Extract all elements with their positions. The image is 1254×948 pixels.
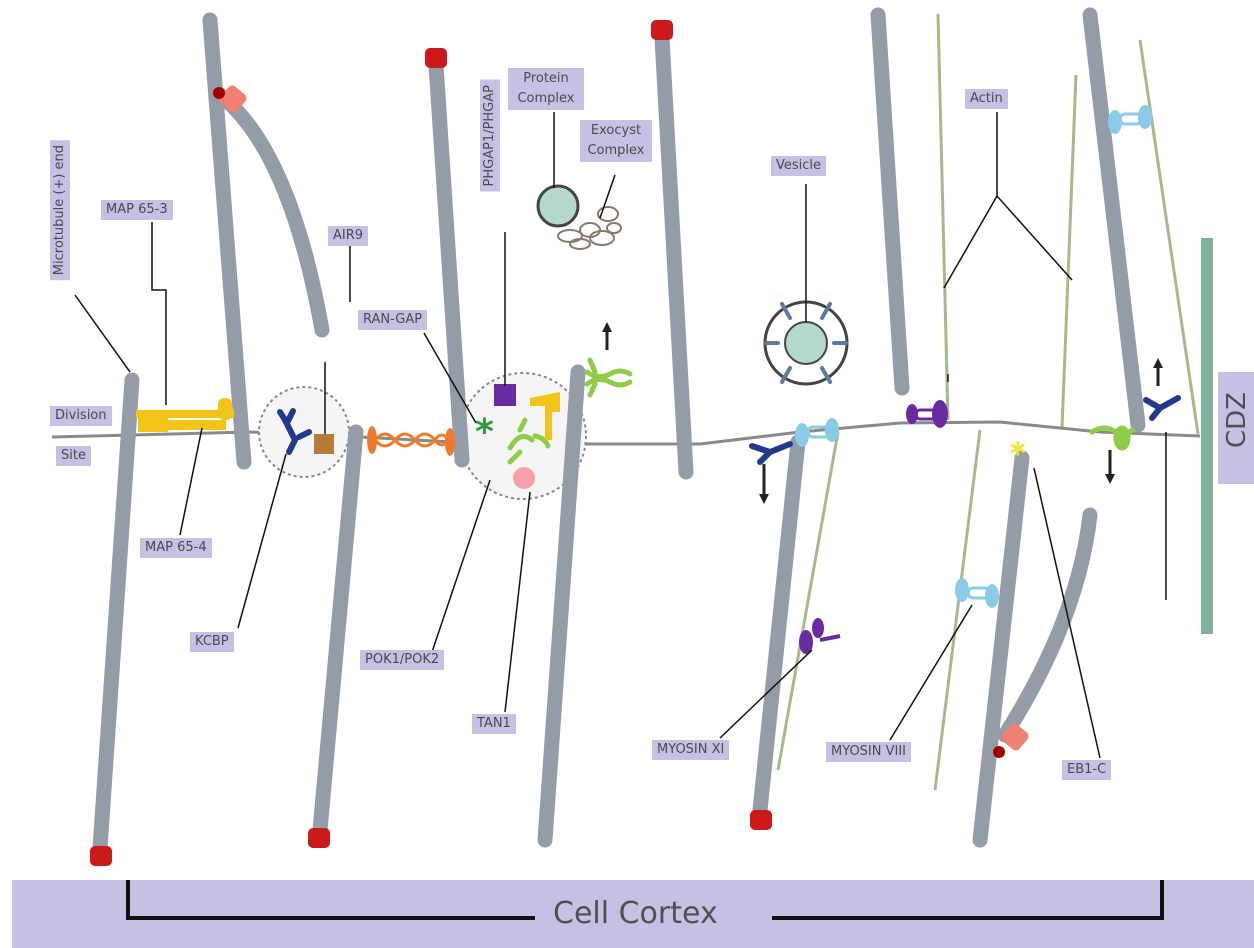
map65-proteins: [136, 398, 234, 432]
site-label: Site: [56, 446, 91, 466]
cell-cortex-label: Cell Cortex: [545, 896, 726, 931]
eb1c-star: *: [1010, 437, 1026, 472]
tan1-protein: [513, 467, 535, 489]
tan1-label: TAN1: [472, 714, 516, 734]
green-motor-right: [1092, 428, 1132, 448]
myosin-viii-group: [795, 105, 1152, 608]
exocyst-complex-label: Exocyst Complex: [580, 120, 652, 162]
division-label: Division: [50, 406, 112, 426]
actin-label: Actin: [965, 89, 1008, 109]
vesicle-label: Vesicle: [771, 156, 826, 176]
microtubule-plus-end-label: Microtubule (+) end: [50, 140, 70, 280]
air9-protein: [314, 434, 334, 454]
myosin-xi-label: MYOSIN XI: [652, 740, 729, 760]
vesicle-inner: [785, 322, 827, 364]
map65-4-label: MAP 65-4: [140, 538, 212, 558]
phgap-protein: [494, 384, 516, 406]
protein-complex-circle: [538, 186, 578, 226]
phgap-label: PHGAP1/PHGAP: [480, 80, 500, 192]
ran-gap-label: RAN-GAP: [358, 310, 427, 330]
kcbp-label: KCBP: [190, 632, 234, 652]
ran-gap-asterisk: *: [475, 412, 494, 453]
pok-label: POK1/POK2: [360, 650, 444, 670]
myosin-viii-label: MYOSIN VIII: [826, 742, 911, 762]
map65-3-label: MAP 65-3: [101, 200, 173, 220]
cdz-bar: [1201, 238, 1213, 634]
air9-label: AIR9: [328, 226, 368, 246]
cdz-label: CDZ: [1222, 392, 1252, 448]
protein-complex-label: Protein Complex: [508, 68, 584, 110]
cdz-label-box: CDZ: [1218, 372, 1254, 484]
eb1c-label: EB1-C: [1062, 760, 1111, 780]
up-arrow-1: [602, 322, 612, 350]
green-motor: [587, 360, 630, 395]
